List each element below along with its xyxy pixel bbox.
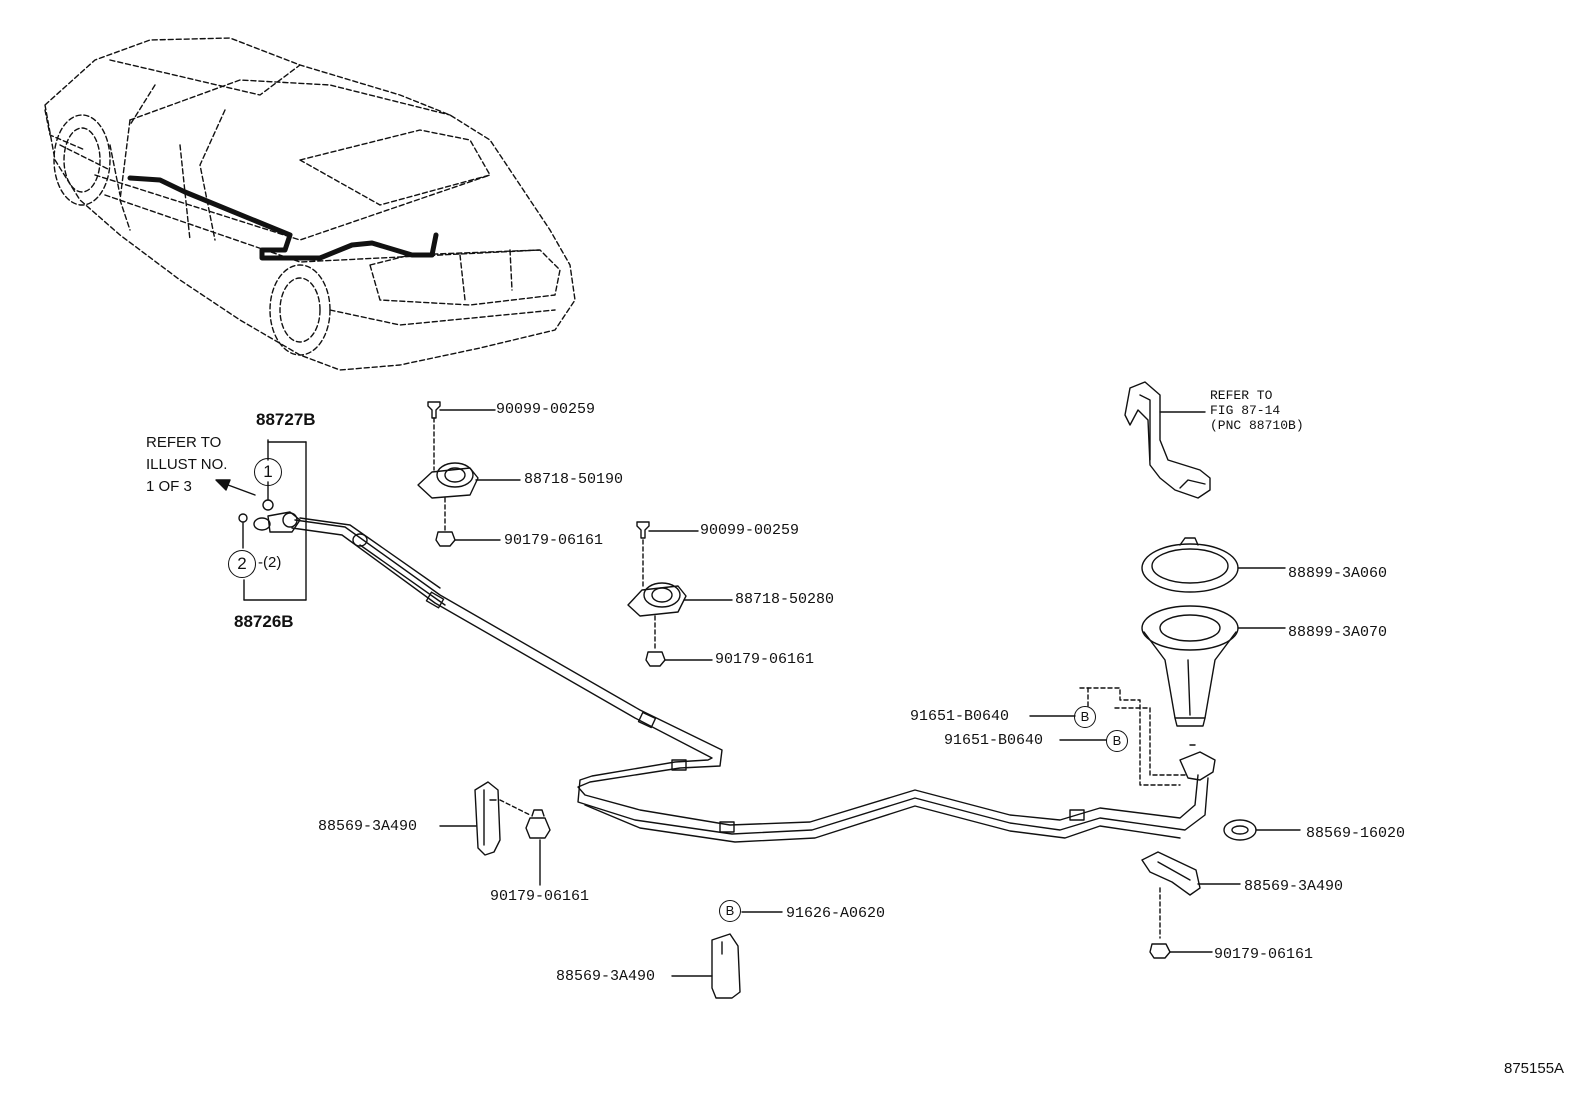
label-88569-16020: 88569-16020	[1306, 825, 1406, 842]
refer-left-line3: 1 OF 3	[146, 478, 192, 495]
label-88727B: 88727B	[256, 410, 316, 429]
label-90179-06161-left: 90179-06161	[490, 888, 590, 905]
clip-group-middle	[672, 912, 782, 998]
label-90179-06161-a: 90179-06161	[504, 532, 604, 549]
label-90179-06161-b: 90179-06161	[715, 651, 815, 668]
label-91651-B0640-a: 91651-B0640	[910, 708, 1010, 725]
marker-2: 2	[228, 550, 256, 578]
label-88569-3A490-left: 88569-3A490	[318, 818, 418, 835]
figure-code: 875155A	[1504, 1060, 1565, 1077]
marker-2-qty: -(2)	[258, 554, 282, 571]
refer-left-line2: ILLUST NO.	[146, 456, 228, 473]
label-88569-3A490-middle: 88569-3A490	[556, 968, 656, 985]
label-88899-3A070: 88899-3A070	[1288, 624, 1388, 641]
clamp-group-1	[418, 402, 520, 546]
refer-right-line2: FIG 87-14	[1210, 403, 1281, 418]
refer-right-line3: (PNC 88710B)	[1210, 418, 1304, 433]
label-88726B: 88726B	[234, 612, 294, 631]
car-outline	[45, 38, 575, 370]
clip-group-left	[440, 782, 550, 885]
refer-left-line1: REFER TO	[146, 434, 222, 451]
label-88718-50280: 88718-50280	[735, 591, 835, 608]
label-91626-A0620: 91626-A0620	[786, 905, 886, 922]
refer-right-line1: REFER TO	[1210, 388, 1273, 403]
marker-b-2: B	[1106, 730, 1128, 752]
marker-b-3: B	[719, 900, 741, 922]
label-88569-3A490-right: 88569-3A490	[1244, 878, 1344, 895]
clamp-group-2	[628, 522, 732, 666]
marker-1: 1	[254, 458, 282, 486]
fitting-group-left	[216, 442, 306, 600]
car-fuel-line	[130, 178, 436, 258]
refer-right-note: REFER TO FIG 87-14 (PNC 88710B)	[1210, 388, 1304, 433]
label-91651-B0640-b: 91651-B0640	[944, 732, 1044, 749]
marker-b-1: B	[1074, 706, 1096, 728]
label-88718-50190: 88718-50190	[524, 471, 624, 488]
fuel-tube-main	[292, 518, 1208, 842]
label-90099-00259-b: 90099-00259	[700, 522, 800, 539]
filler-pipe-group	[1030, 382, 1300, 958]
label-90179-06161-right: 90179-06161	[1214, 946, 1314, 963]
label-90099-00259-a: 90099-00259	[496, 401, 596, 418]
refer-left-note: REFER TO ILLUST NO. 1 OF 3	[146, 432, 227, 498]
label-88899-3A060: 88899-3A060	[1288, 565, 1388, 582]
